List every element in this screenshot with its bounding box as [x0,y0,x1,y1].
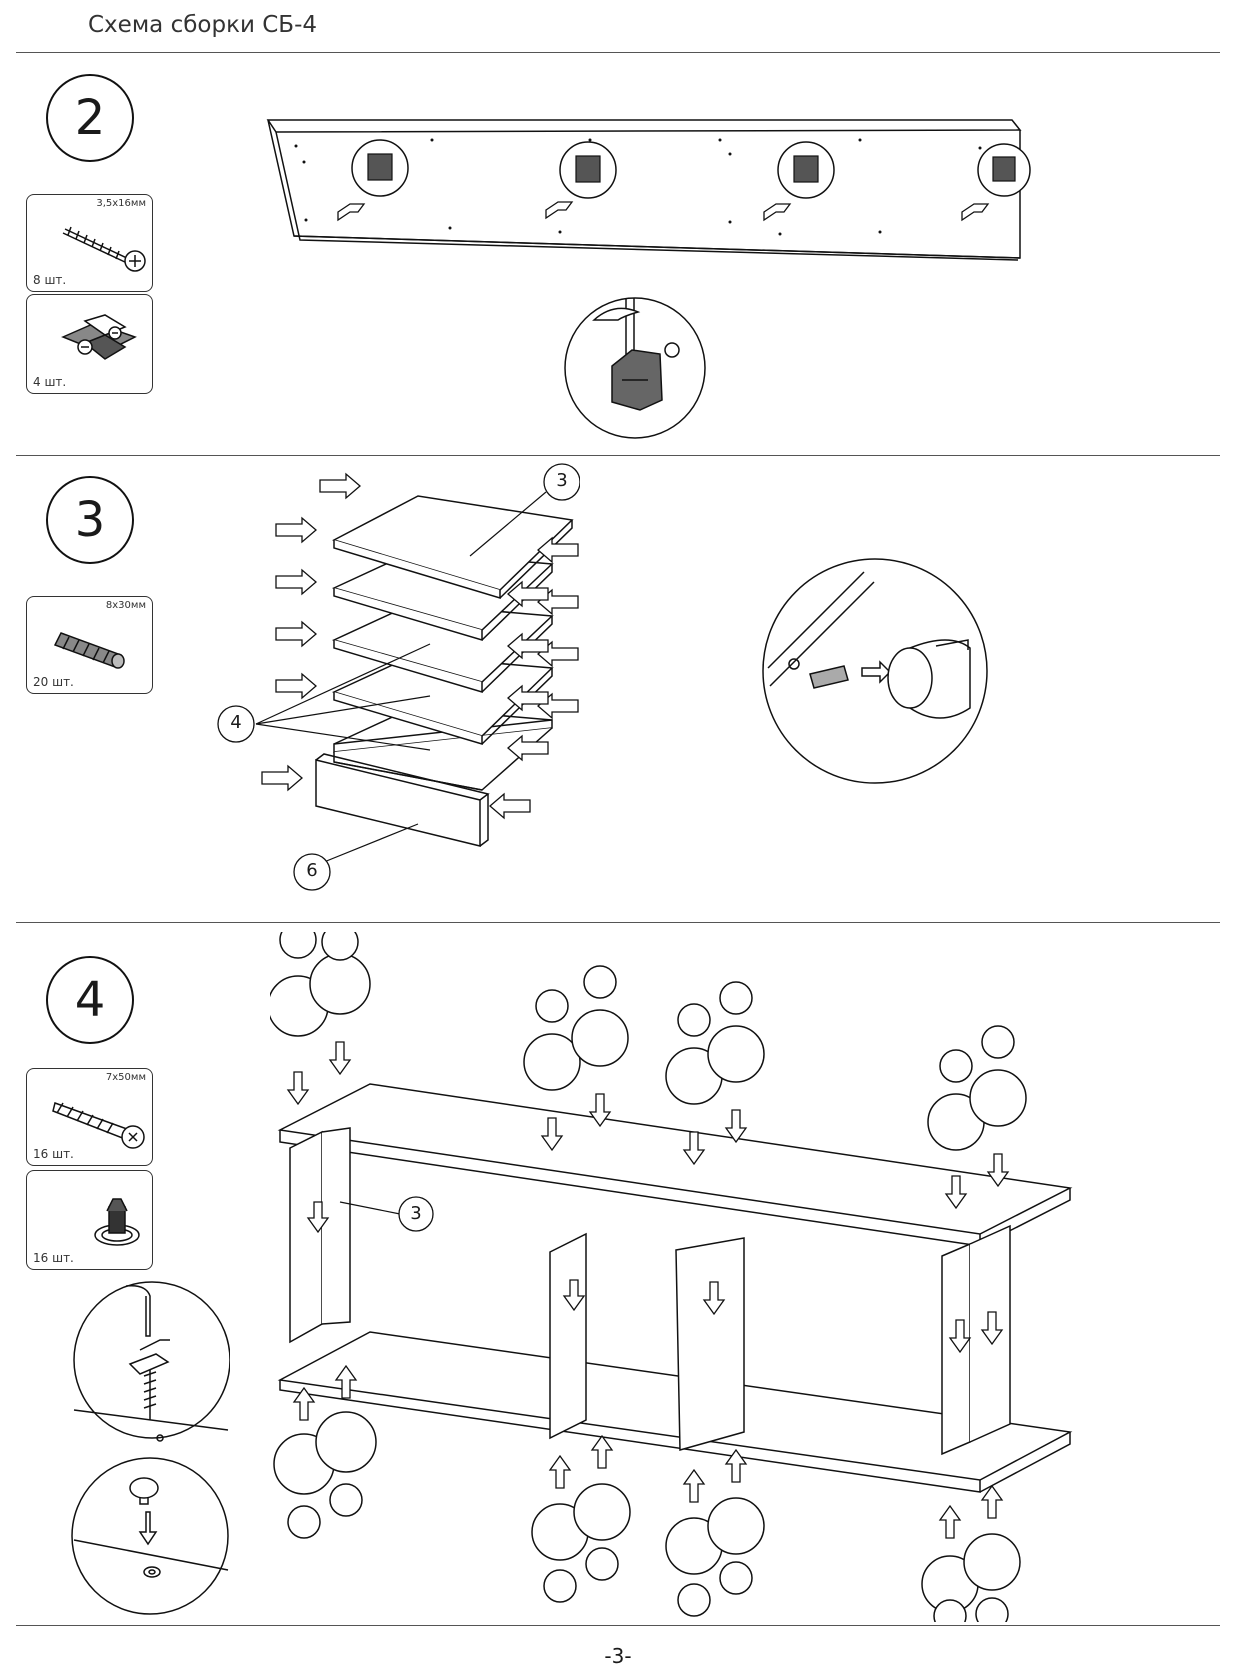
confirmat-screw-icon [52,1102,145,1149]
part-spec: 8х30мм [105,600,146,611]
part-card-mounting-plate: 4 шт. [26,294,153,394]
step-4-diagram [270,932,1073,1622]
screw-icon [62,226,146,272]
step-2-diagram [266,119,1031,439]
part-card-confirmat-screw: 7х50мм 16 шт. [26,1068,153,1166]
part-card-screw: 3,5х16мм 8 шт. [26,194,153,292]
divider [16,52,1220,53]
callout-label: 6 [306,860,318,881]
step-3-dowel-zoom [762,558,988,784]
part-qty: 16 шт. [33,1147,74,1161]
divider [16,455,1220,456]
step-number-2: 2 [46,74,134,162]
step-3-diagram [217,463,580,891]
page-title: Схема сборки СБ-4 [88,12,318,38]
part-qty: 4 шт. [33,375,67,389]
callout-label: 3 [556,470,568,491]
part-spec: 3,5х16мм [96,198,146,209]
callout-label: 3 [410,1203,422,1224]
part-qty: 8 шт. [33,273,67,287]
part-card-dowel: 8х30мм 20 шт. [26,596,153,694]
part-qty: 16 шт. [33,1251,74,1265]
step-number-4: 4 [46,956,134,1044]
dowel-icon [53,632,125,669]
callout-label: 4 [230,712,242,733]
adjustable-foot-icon [94,1198,140,1246]
mounting-plate-icon [61,314,137,360]
part-qty: 20 шт. [33,675,74,689]
divider [16,1625,1220,1626]
page-number: -3- [604,1644,632,1668]
divider [16,922,1220,923]
step-4-detail-zoom [71,1281,230,1615]
part-card-adjustable-foot: 16 шт. [26,1170,153,1270]
part-spec: 7х50мм [105,1072,146,1083]
step-number-3: 3 [46,476,134,564]
